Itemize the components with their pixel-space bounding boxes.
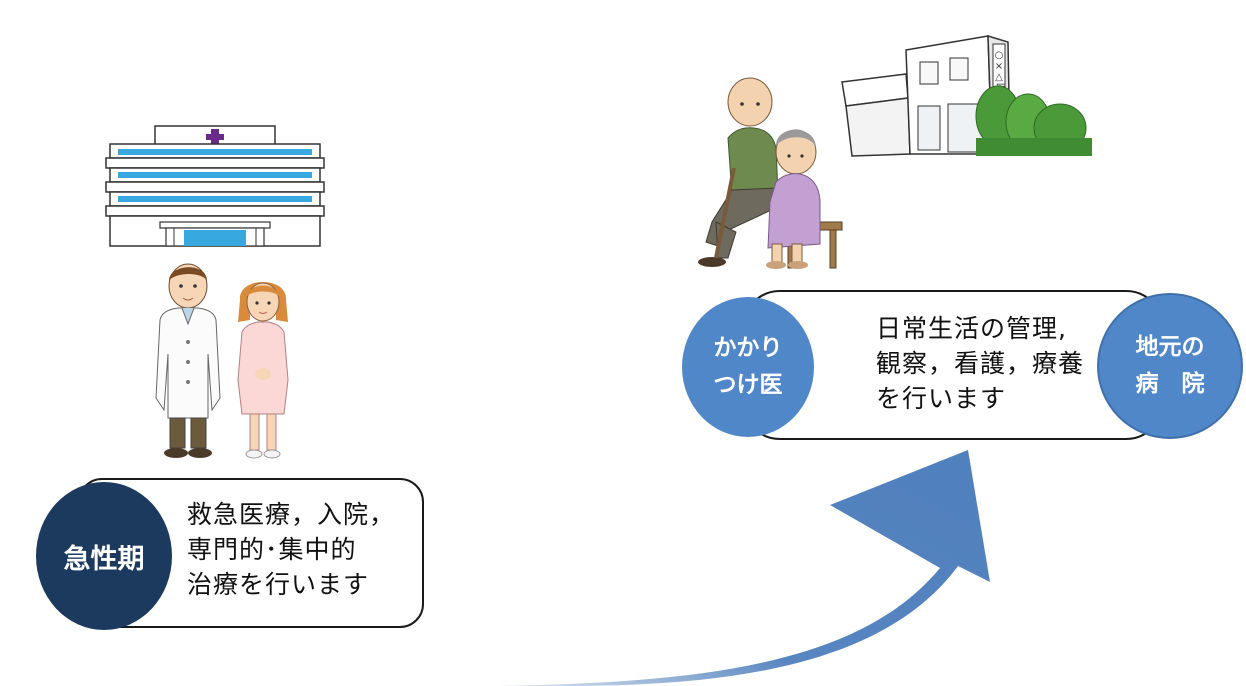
nurse-icon bbox=[237, 282, 289, 459]
acute-phase-badge: 急性期 bbox=[36, 482, 172, 630]
family-doctor-badge: かかり つけ医 bbox=[682, 297, 814, 437]
clinic-building-icon: ○×△医院 bbox=[841, 34, 1092, 157]
acute-care-text: 救急医療，入院， 専門的･集中的 治療を行います bbox=[187, 500, 396, 599]
elderly-couple-icon bbox=[698, 77, 843, 269]
hospital-building-icon bbox=[105, 125, 325, 247]
family-care-text: 日常生活の管理, 観察，看護，療養 を行います bbox=[876, 314, 1085, 413]
local-hospital-badge: 地元の 病 院 bbox=[1097, 293, 1243, 439]
doctor-icon bbox=[155, 263, 221, 458]
